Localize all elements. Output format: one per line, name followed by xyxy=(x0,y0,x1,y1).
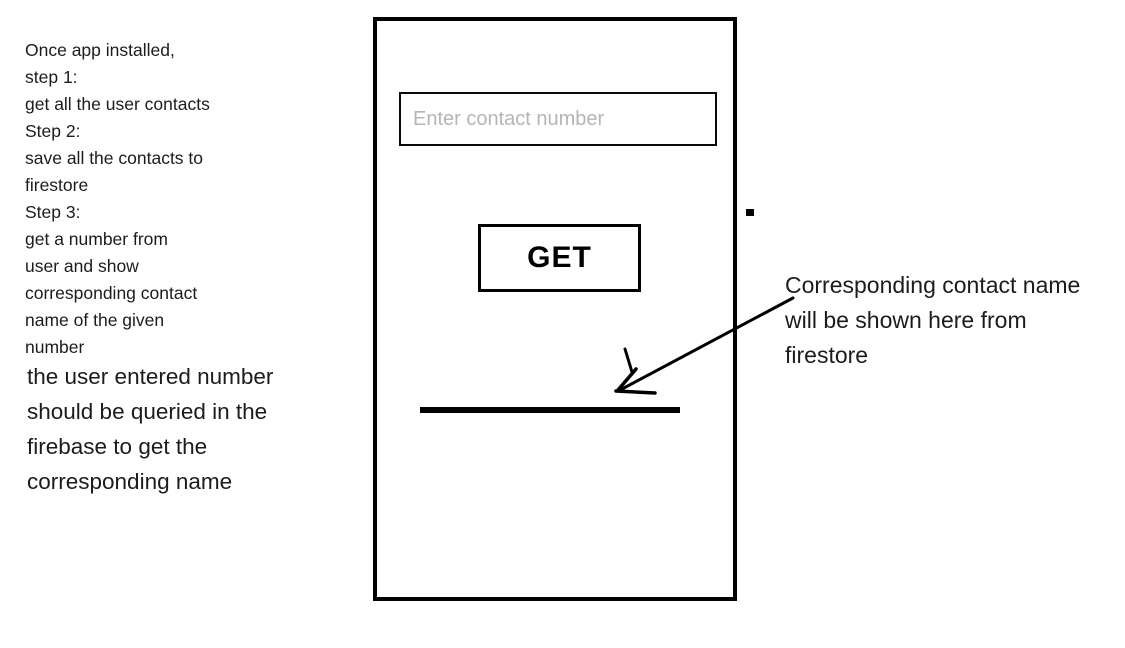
note-line: will be shown here from xyxy=(785,307,1027,333)
note-line: step 1: xyxy=(25,67,78,87)
note-line: get all the user contacts xyxy=(25,94,210,114)
note-line: should be queried in the xyxy=(27,399,268,424)
phone-frame: GET xyxy=(373,17,737,601)
note-line: number xyxy=(25,337,85,357)
note-line: firestore xyxy=(785,342,869,368)
note-line: Step 2: xyxy=(25,121,81,141)
note-line: Step 3: xyxy=(25,202,81,222)
ink-dot xyxy=(746,209,754,216)
get-button[interactable]: GET xyxy=(478,224,641,292)
note-line: get a number from xyxy=(25,229,168,249)
note-line: the user entered number xyxy=(27,364,274,389)
note-line: user and show xyxy=(25,256,139,276)
query-note: the user entered number should be querie… xyxy=(27,359,273,499)
note-line: save all the contacts to xyxy=(25,148,204,168)
result-annotation: Corresponding contact name will be shown… xyxy=(785,268,1080,373)
note-line: Once app installed, xyxy=(25,40,175,60)
note-line: name of the given xyxy=(25,310,165,330)
note-line: corresponding contact xyxy=(25,283,198,303)
steps-note: Once app installed, step 1: get all the … xyxy=(25,37,210,361)
note-line: firestore xyxy=(25,175,89,195)
note-line: corresponding name xyxy=(27,469,233,494)
note-line: Corresponding contact name xyxy=(785,272,1081,298)
contact-number-input[interactable] xyxy=(399,92,717,146)
result-underline xyxy=(420,407,680,413)
note-line: firebase to get the xyxy=(27,434,208,459)
